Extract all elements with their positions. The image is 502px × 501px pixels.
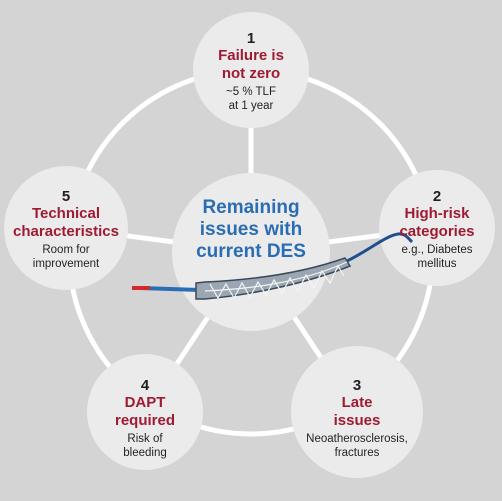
node-subtitle-line: at 1 year [228,100,274,112]
node-number: 2 [432,188,442,205]
node-title-line: Failure is [218,47,284,64]
node-circle-2 [379,170,495,286]
node-subtitle-line: improvement [32,258,100,270]
node-number: 4 [140,377,150,394]
node-subtitle-line: fractures [334,447,380,459]
node-subtitle-line: Neoatherosclerosis, [306,433,408,445]
node-subtitle-line: Room for [42,244,90,256]
stent-struts [204,261,348,300]
center-title: Remaining issues with current DES [186,197,316,263]
node-title-line: Late [341,394,373,411]
stent-icon [132,232,414,300]
node-circle-5 [4,166,128,290]
node-number: 3 [352,377,362,394]
node-title-line: DAPT [124,394,166,411]
node-5: 5 Technical characteristics Room for imp… [4,188,128,271]
node-title-line: Technical [31,205,101,222]
node-circle-3 [291,346,423,478]
node-circle-1 [193,12,309,128]
node-number: 5 [61,188,71,205]
node-3: 3 Late issues Neoatherosclerosis, fractu… [287,377,427,460]
node-circle-4 [87,354,203,470]
node-subtitle-line: ~5 % TLF [226,86,276,98]
center-title-line: current DES [196,241,306,262]
node-1: 1 Failure is not zero ~5 % TLF at 1 year [191,30,311,113]
node-4: 4 DAPT required Risk of bleeding [85,377,205,460]
node-title-line: not zero [221,65,281,82]
node-title-line: required [114,412,175,429]
node-subtitle-line: mellitus [417,258,457,270]
node-title-line: characteristics [13,223,119,240]
node-subtitle-line: Risk of [127,433,163,445]
node-2: 2 High-risk categories e.g., Diabetes me… [377,188,497,271]
stent-guidewire [344,232,414,264]
node-subtitle-line: e.g., Diabetes [401,244,473,256]
node-title-line: High-risk [404,205,470,222]
center-title-line: Remaining [202,197,300,218]
center-title-line: issues with [199,219,303,240]
node-subtitle-line: bleeding [123,447,167,459]
node-number: 1 [246,30,256,47]
node-title-line: categories [399,223,475,240]
node-title-line: issues [333,412,381,429]
